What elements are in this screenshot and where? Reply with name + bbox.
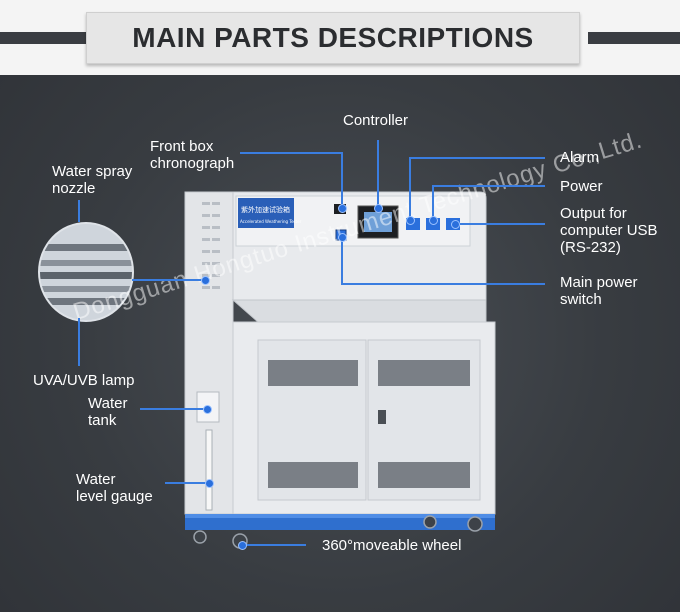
label-controller: Controller	[343, 112, 409, 129]
dot-chronograph	[338, 204, 347, 213]
dot-water-gauge	[205, 479, 214, 488]
label-water-spray-nozzle: Water spray nozzle	[52, 163, 133, 197]
panel-title-en: Accelerated Weathering Tester	[240, 219, 302, 224]
leader-spray-nozzle-h	[132, 279, 204, 281]
water-level-gauge	[205, 429, 213, 511]
leader-spray-nozzle	[78, 200, 80, 222]
door-lock	[378, 410, 386, 424]
dot-spray-nozzle	[201, 276, 210, 285]
leader-water-gauge	[165, 482, 209, 484]
dot-water-tank	[203, 405, 212, 414]
dot-usb	[451, 220, 460, 229]
lamp-lid	[231, 299, 487, 323]
page-title: MAIN PARTS DESCRIPTIONS	[132, 22, 534, 53]
label-uva-uvb-lamp: UVA/UVB lamp	[33, 372, 135, 389]
leader-main-power	[341, 237, 343, 283]
leader-water-tank	[140, 408, 204, 410]
label-water-tank: Water tank	[88, 395, 128, 429]
dot-alarm	[406, 216, 415, 225]
dot-wheel	[238, 541, 247, 550]
title-box: MAIN PARTS DESCRIPTIONS	[86, 12, 580, 64]
leader-chronograph-v	[341, 152, 343, 206]
label-water-level-gauge: Water level gauge	[76, 471, 153, 505]
door-vents	[268, 360, 470, 488]
label-output-usb: Output for computer USB (RS-232)	[560, 205, 658, 256]
leader-power	[432, 185, 545, 187]
dot-main-power	[338, 233, 347, 242]
label-moveable-wheel: 360°moveable wheel	[322, 537, 462, 554]
dot-power	[429, 216, 438, 225]
title-bar-right	[588, 32, 680, 44]
leader-alarm-v	[409, 157, 411, 219]
leader-main-power-h	[341, 283, 545, 285]
leader-chronograph	[240, 152, 342, 154]
panel-title-cn: 紫外加速试验箱	[241, 205, 290, 214]
leader-alarm	[409, 157, 545, 159]
wheels	[193, 515, 483, 549]
label-alarm: Alarm	[560, 149, 600, 166]
leader-wheel	[244, 544, 306, 546]
label-front-box-chronograph: Front box chronograph	[150, 138, 235, 172]
leader-power-v	[432, 185, 434, 219]
label-main-power-switch: Main power switch	[560, 274, 638, 308]
uv-lamp-inset-photo	[38, 222, 134, 322]
leader-uv-lamp	[78, 318, 80, 366]
panel-title-strip	[238, 198, 294, 228]
side-vents	[202, 202, 220, 289]
dot-controller	[374, 204, 383, 213]
title-bar-left	[0, 32, 92, 44]
leader-usb	[455, 223, 545, 225]
label-power: Power	[560, 178, 603, 195]
leader-controller	[377, 140, 379, 208]
